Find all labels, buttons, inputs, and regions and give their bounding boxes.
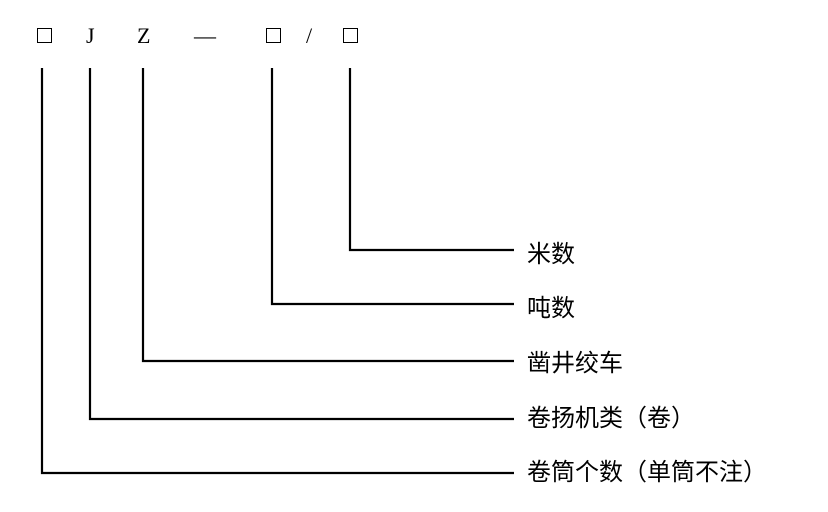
label-meters: 米数: [527, 240, 575, 268]
label-hoist-type: 卷扬机类（卷）: [527, 404, 695, 432]
label-drum-count: 卷筒个数（单筒不注）: [527, 458, 767, 486]
label-shaft-sinking-winch: 凿井绞车: [527, 349, 623, 377]
code-letter-j: J: [86, 23, 95, 48]
drum-count-placeholder-box: [37, 28, 52, 43]
leader-line-tonnage: [270, 68, 514, 306]
leader-line-hoist-type: [88, 68, 514, 421]
code-slash: /: [306, 23, 313, 48]
meters-placeholder-box: [343, 28, 358, 43]
leader-line-meters: [348, 68, 514, 252]
leader-line-drum-count: [40, 68, 514, 475]
label-tonnage: 吨数: [527, 294, 575, 322]
code-letter-z: Z: [137, 23, 151, 48]
code-dash: —: [194, 23, 216, 48]
tonnage-placeholder-box: [266, 28, 281, 43]
leader-line-shaft-winch: [141, 68, 514, 363]
